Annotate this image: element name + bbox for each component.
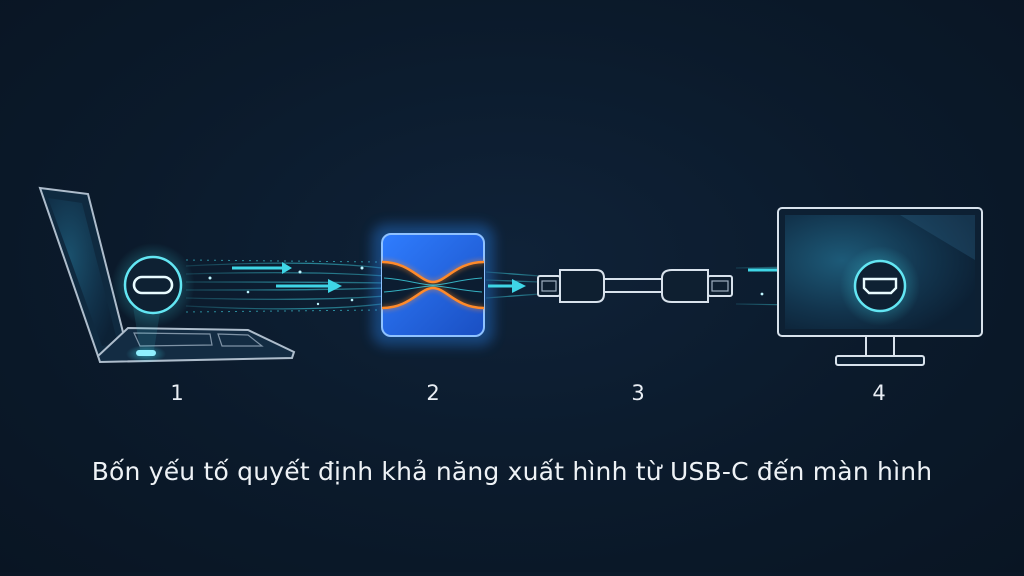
hdmi-port-icon (840, 246, 920, 326)
chip-icon (372, 224, 494, 346)
step-number-3: 3 (631, 381, 645, 405)
data-stream-middle (485, 271, 541, 299)
cable-icon (537, 269, 733, 303)
caption: Bốn yếu tố quyết định khả năng xuất hình… (91, 457, 933, 486)
step-number-2: 2 (426, 381, 440, 405)
step-number-4: 4 (872, 381, 886, 405)
usb-c-port-icon (111, 243, 195, 327)
step-number-1: 1 (170, 381, 184, 405)
